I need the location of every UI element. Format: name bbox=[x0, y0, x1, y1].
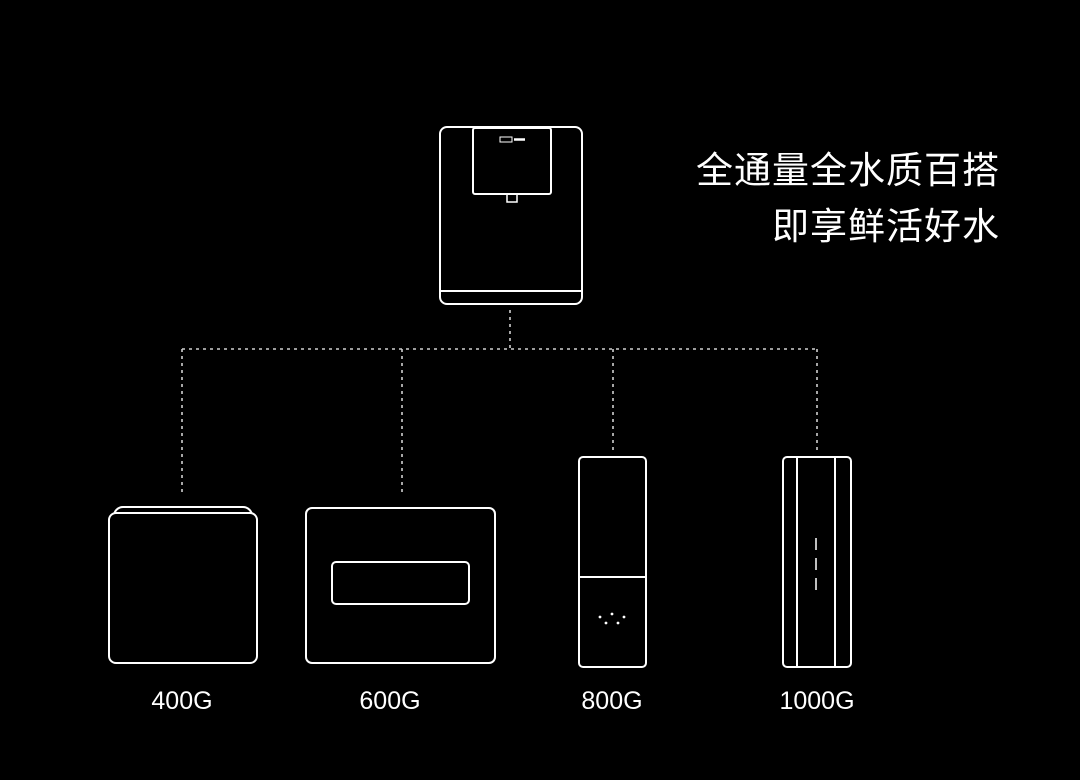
purifier-800g-dots bbox=[598, 612, 626, 625]
capacity-label-800g: 800G bbox=[581, 687, 643, 715]
capacity-label-1000g: 1000G bbox=[779, 687, 855, 715]
purifier-400g-icon bbox=[108, 506, 258, 664]
headline-line-1: 全通量全水质百搭 bbox=[696, 149, 1000, 192]
dispenser-spout bbox=[506, 193, 518, 203]
purifier-800g-icon bbox=[578, 456, 647, 668]
dispenser-body bbox=[439, 126, 583, 305]
purifier-1000g-body bbox=[782, 456, 852, 668]
purifier-600g-window bbox=[331, 561, 470, 605]
purifier-600g-icon bbox=[305, 507, 496, 664]
purifier-400g-body bbox=[108, 512, 258, 664]
purifier-600g-body bbox=[305, 507, 496, 664]
purifier-800g-body bbox=[578, 456, 647, 668]
capacity-label-600g: 600G bbox=[359, 687, 421, 715]
dispenser-icon bbox=[439, 126, 583, 305]
dispenser-logo-mark bbox=[499, 136, 513, 143]
connector-lines bbox=[181, 310, 818, 492]
headline-line-2: 即享鲜活好水 bbox=[772, 205, 1000, 248]
purifier-1000g-icon bbox=[782, 456, 852, 668]
capacity-label-400g: 400G bbox=[151, 687, 213, 715]
